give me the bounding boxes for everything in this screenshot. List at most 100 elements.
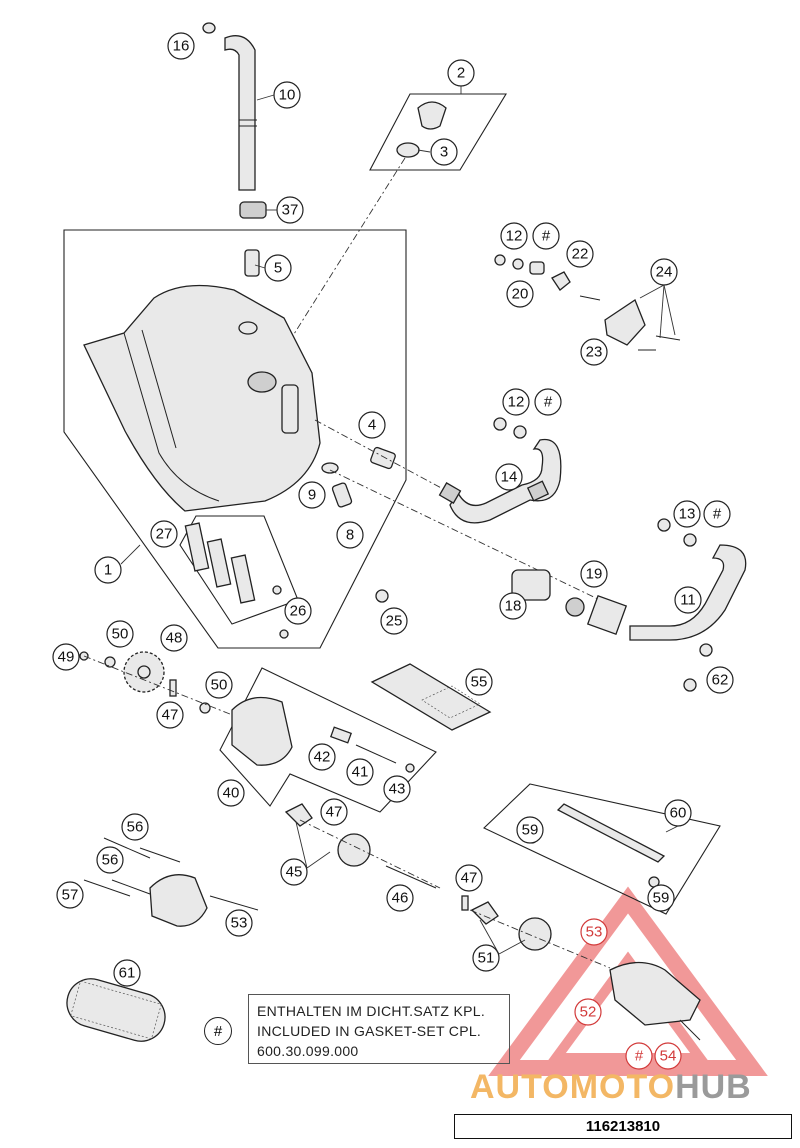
svg-text:59: 59 <box>522 822 539 839</box>
callout-53-left: 53 <box>225 909 253 937</box>
svg-text:#: # <box>713 506 722 523</box>
svg-text:11: 11 <box>680 592 696 609</box>
callout-61: 61 <box>113 959 141 987</box>
callout-18: 18 <box>499 592 527 620</box>
svg-text:54: 54 <box>660 1048 677 1065</box>
svg-text:47: 47 <box>162 707 179 724</box>
svg-text:12: 12 <box>508 394 525 411</box>
svg-text:47: 47 <box>461 870 478 887</box>
svg-text:5: 5 <box>274 260 282 277</box>
callout-41: 41 <box>346 758 374 786</box>
gasket-set-note: ENTHALTEN IM DICHT.SATZ KPL. INCLUDED IN… <box>248 994 510 1064</box>
svg-text:23: 23 <box>586 344 603 361</box>
callout-50-bottom: 50 <box>205 671 233 699</box>
shaft-frame <box>483 783 721 915</box>
callout-49: 49 <box>52 643 80 671</box>
pump-rotor-45 <box>284 803 441 889</box>
filler-cap-frame <box>369 93 507 171</box>
pump-housing-frame <box>219 667 437 813</box>
svg-text:61: 61 <box>119 965 136 982</box>
oil-screens <box>184 522 289 639</box>
oil-pump-gear <box>79 651 246 721</box>
screen-frame <box>179 515 299 625</box>
callout-11: 11 <box>674 586 702 614</box>
callout-14: 14 <box>495 463 523 491</box>
svg-text:26: 26 <box>290 603 307 620</box>
svg-text:9: 9 <box>308 487 316 504</box>
svg-text:40: 40 <box>223 785 240 802</box>
svg-text:49: 49 <box>58 649 75 666</box>
svg-text:48: 48 <box>166 630 183 647</box>
callout-3: 3 <box>430 138 458 166</box>
callout-hash-bottom: # <box>625 1042 653 1070</box>
callout-12-mid: 12 <box>502 388 530 416</box>
callout-hash-mid: # <box>534 388 562 416</box>
callout-25: 25 <box>380 607 408 635</box>
svg-text:10: 10 <box>279 87 296 104</box>
svg-text:2: 2 <box>457 65 465 82</box>
callout-55: 55 <box>465 668 493 696</box>
callout-20: 20 <box>506 280 534 308</box>
drawing-number: 116213810 <box>454 1114 792 1139</box>
svg-text:59: 59 <box>653 890 670 907</box>
watermark-text-a: AUTOMOTO <box>470 1068 676 1106</box>
callout-56-bottom: 56 <box>96 846 124 874</box>
watermark-logo: AUTOMOTOHUB <box>470 1068 752 1107</box>
callout-54: 54 <box>654 1042 682 1070</box>
tank-fittings <box>321 446 396 508</box>
oil-breather-hose <box>202 22 267 219</box>
callout-47-mid: 47 <box>320 798 348 826</box>
watermark-text-b: HUB <box>675 1068 752 1106</box>
pump-shaft <box>385 865 437 889</box>
callout-50-top: 50 <box>106 620 134 648</box>
svg-text:45: 45 <box>286 864 303 881</box>
svg-text:14: 14 <box>501 469 518 486</box>
bolts-and-housing <box>83 837 259 927</box>
pump-housing <box>231 696 415 773</box>
pump-cover <box>609 961 701 1041</box>
oil-filter <box>66 978 166 1042</box>
note-line-german: ENTHALTEN IM DICHT.SATZ KPL. <box>257 1003 486 1019</box>
callout-51: 51 <box>472 944 500 972</box>
svg-text:13: 13 <box>679 506 696 523</box>
svg-text:1: 1 <box>104 562 112 579</box>
note-line-english: INCLUDED IN GASKET-SET CPL. <box>257 1023 482 1039</box>
svg-text:53: 53 <box>231 915 248 932</box>
callout-24: 24 <box>650 258 678 286</box>
svg-text:50: 50 <box>211 677 228 694</box>
note-part-number: 600.30.099.000 <box>257 1043 359 1059</box>
callout-26: 26 <box>284 597 312 625</box>
callout-19: 19 <box>580 560 608 588</box>
callout-5: 5 <box>264 254 292 282</box>
oil-strainer <box>370 663 492 731</box>
callout-37: 37 <box>276 196 304 224</box>
oil-hose-14 <box>438 417 562 524</box>
svg-text:20: 20 <box>512 286 529 303</box>
callout-23: 23 <box>580 338 608 366</box>
filler-cap <box>396 101 447 158</box>
callout-hash-top: # <box>532 222 560 250</box>
callout-hash-right: # <box>703 500 731 528</box>
pump-rotor-51 <box>461 895 611 969</box>
callout-9: 9 <box>298 481 326 509</box>
callout-13: 13 <box>673 500 701 528</box>
svg-text:50: 50 <box>112 626 129 643</box>
assembly-line <box>329 469 601 601</box>
callout-60: 60 <box>664 799 692 827</box>
svg-text:37: 37 <box>282 202 299 219</box>
callout-42: 42 <box>308 743 336 771</box>
svg-text:22: 22 <box>572 246 589 263</box>
svg-text:#: # <box>635 1048 644 1065</box>
svg-text:60: 60 <box>670 805 687 822</box>
svg-text:#: # <box>544 394 553 411</box>
svg-text:25: 25 <box>386 613 403 630</box>
callout-8: 8 <box>336 521 364 549</box>
callout-40: 40 <box>217 779 245 807</box>
svg-text:62: 62 <box>712 672 729 689</box>
callout-4: 4 <box>358 411 386 439</box>
oil-tank-frame <box>63 229 407 649</box>
callout-27: 27 <box>150 520 178 548</box>
svg-text:3: 3 <box>440 144 448 161</box>
svg-text:8: 8 <box>346 527 354 544</box>
